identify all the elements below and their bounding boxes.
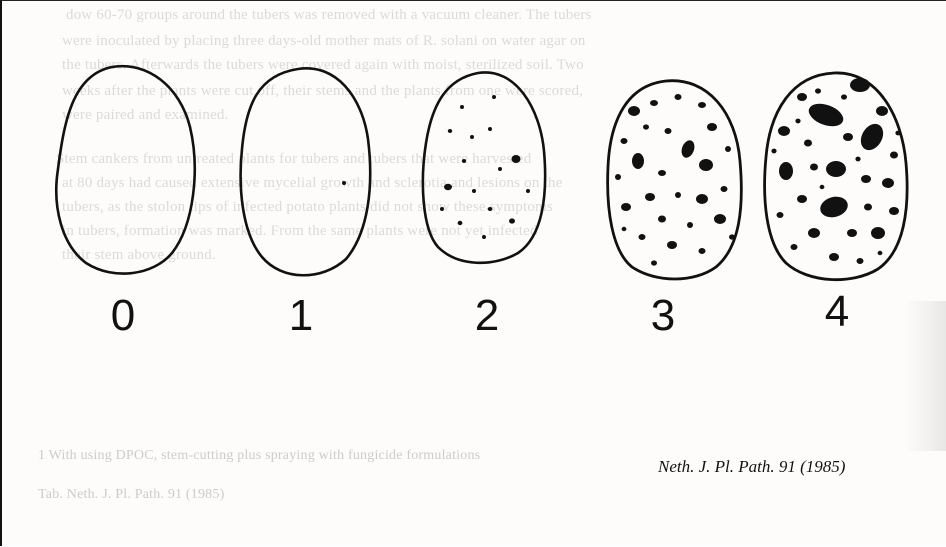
tuber-3-outline xyxy=(608,81,742,279)
journal-citation: Neth. J. Pl. Path. 91 (1985) xyxy=(658,457,845,477)
scale-label-1: 1 xyxy=(266,291,336,341)
tuber-2-lesions xyxy=(440,95,530,239)
tuber-2 xyxy=(423,72,545,262)
tuber-0 xyxy=(56,66,194,273)
scale-label-3: 3 xyxy=(628,291,698,341)
tuber-2-outline xyxy=(423,72,545,262)
tuber-1 xyxy=(241,68,371,275)
tuber-4-lesions xyxy=(771,78,900,264)
tuber-4 xyxy=(765,73,908,280)
tuber-3 xyxy=(608,81,742,279)
scale-label-0: 0 xyxy=(88,291,158,341)
tuber-1-outline xyxy=(241,68,371,275)
lesion-spot xyxy=(342,181,346,185)
scale-label-2: 2 xyxy=(452,291,522,341)
scale-label-4: 4 xyxy=(802,287,872,337)
tuber-3-lesions xyxy=(615,94,735,266)
tuber-0-outline xyxy=(56,66,194,273)
